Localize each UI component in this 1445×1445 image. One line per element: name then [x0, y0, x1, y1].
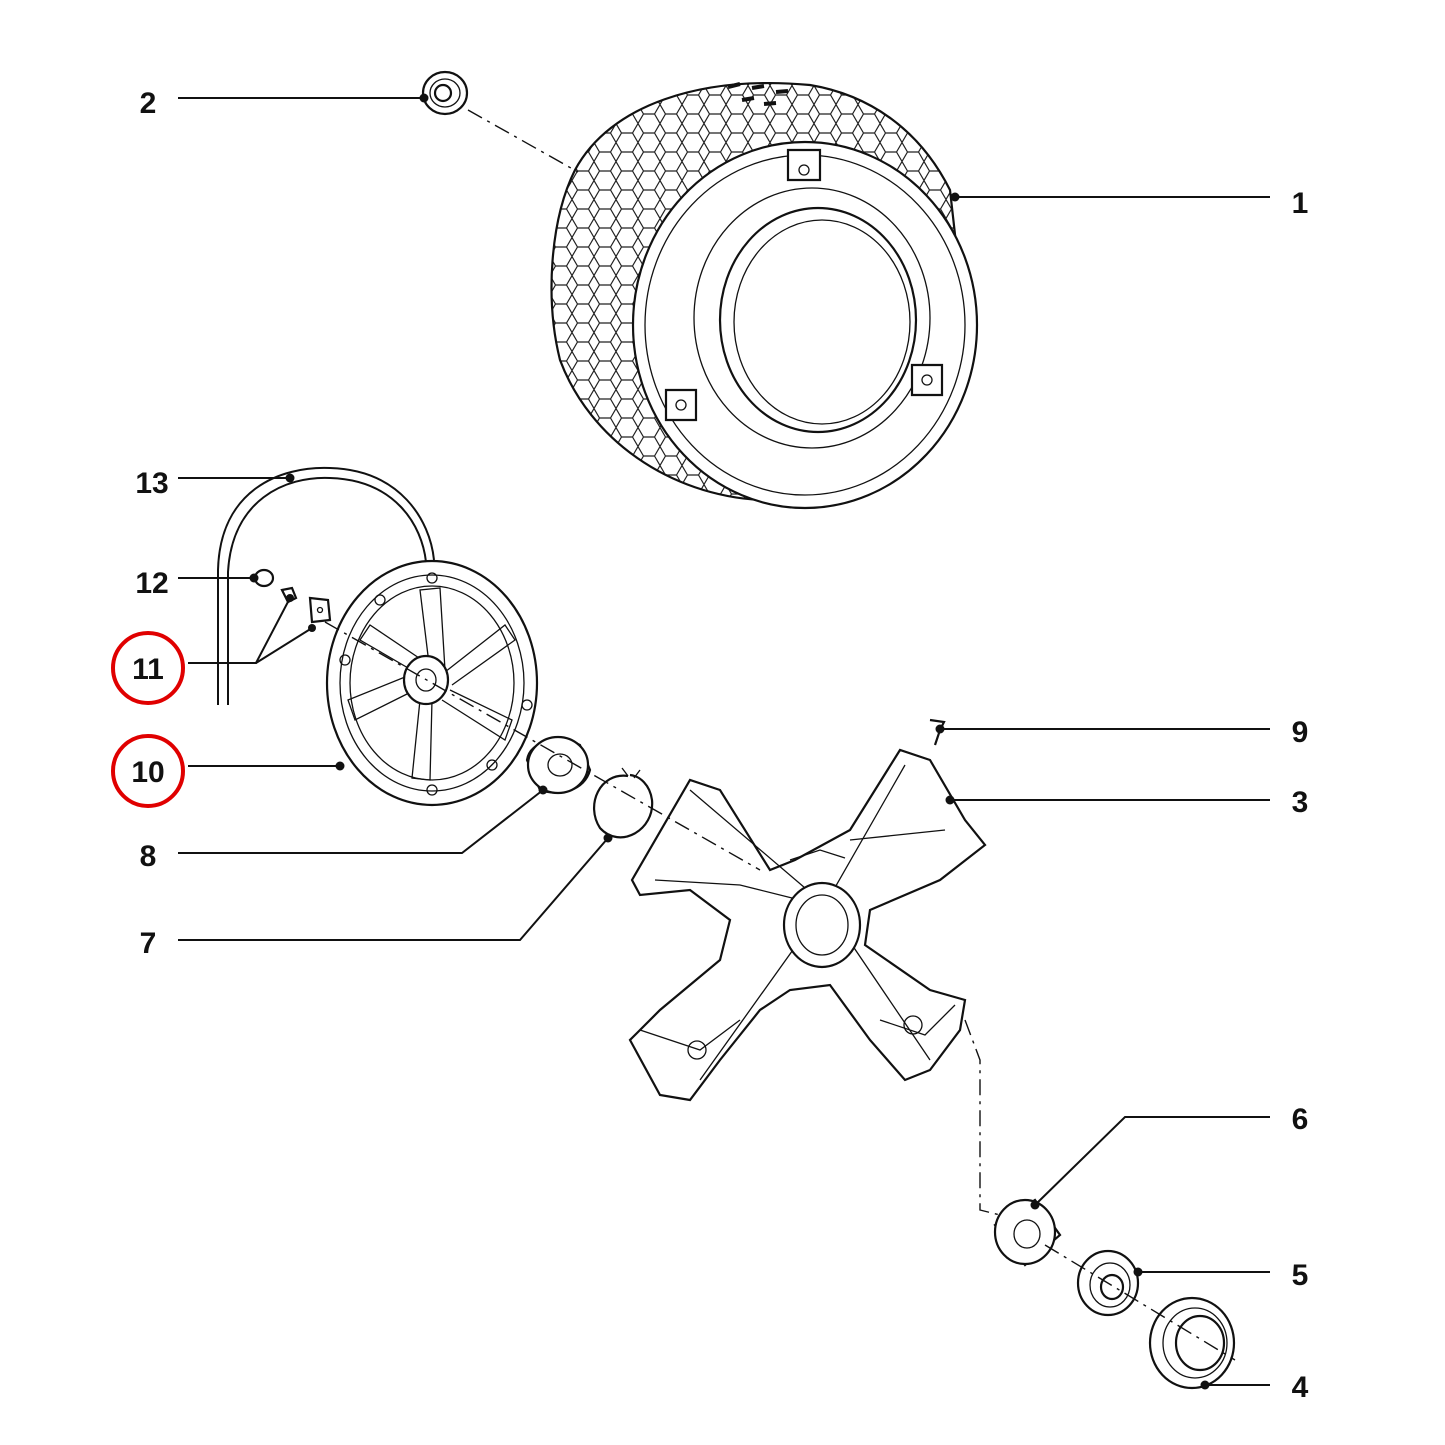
callout-11: 11	[132, 653, 164, 686]
callout-9: 9	[1292, 716, 1309, 749]
leader-lines	[178, 93, 1270, 1390]
drum-spider-part	[628, 748, 987, 1102]
bearing-part	[993, 1198, 1062, 1267]
large-seal-part	[1148, 1296, 1236, 1390]
small-seal-part	[421, 70, 469, 116]
callout-6: 6	[1292, 1103, 1309, 1136]
assembly-axes	[324, 109, 1236, 1361]
callout-4: 4	[1292, 1371, 1309, 1404]
pulley-part	[325, 559, 539, 807]
callout-5: 5	[1292, 1259, 1309, 1292]
callout-12: 12	[135, 567, 168, 600]
callout-13: 13	[135, 467, 168, 500]
highlight-circle-10	[111, 734, 185, 808]
callout-3: 3	[1292, 786, 1309, 819]
circlip-part	[593, 767, 654, 839]
drum-part	[550, 82, 979, 510]
callout-2: 2	[140, 87, 157, 120]
bolt-washer-part	[280, 586, 332, 624]
callout-8: 8	[140, 840, 157, 873]
callout-7: 7	[140, 927, 157, 960]
highlight-circle-11	[111, 631, 185, 705]
drum-lifter-tab-left	[664, 388, 698, 422]
callout-1: 1	[1292, 187, 1309, 220]
callout-10: 10	[131, 756, 164, 789]
drum-lifter-tab-top	[786, 148, 822, 182]
drum-lifter-tab-right	[910, 363, 944, 397]
drive-belt-part	[217, 466, 435, 705]
bearing-bush-part	[525, 735, 592, 795]
